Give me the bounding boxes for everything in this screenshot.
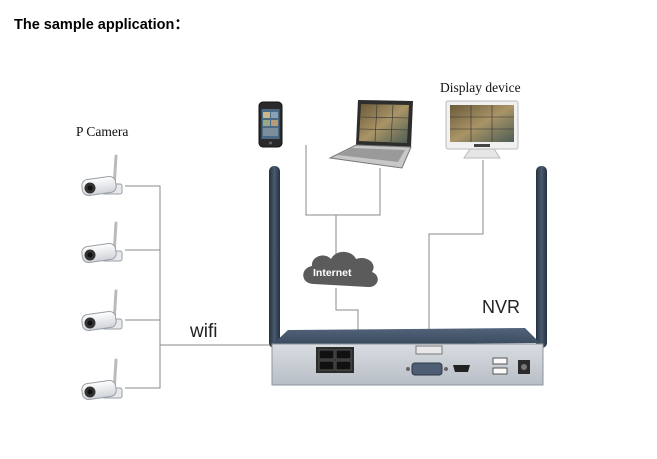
ip-camera [81,154,123,197]
connection-lines [125,145,484,389]
display-device-label: Display device [440,80,521,95]
usb-ports [492,357,508,375]
lan-ports [316,347,354,373]
internet-label: Internet [313,267,352,279]
ip-camera [81,358,123,401]
nvr-label: NVR [482,297,521,317]
page-title: The sample application： [14,17,189,33]
internet-cloud-icon [303,251,378,288]
power-port [518,360,530,374]
ip-camera [81,221,123,264]
vga-port [406,345,448,376]
nvr-recorder [271,328,544,386]
hdmi-port [453,365,470,372]
ip-camera [81,289,123,332]
monitor-icon [445,100,519,159]
camera-label: P Camera [76,124,129,139]
wifi-label: wifi [190,321,218,342]
laptop-icon [328,100,413,169]
smartphone-icon [258,101,283,148]
